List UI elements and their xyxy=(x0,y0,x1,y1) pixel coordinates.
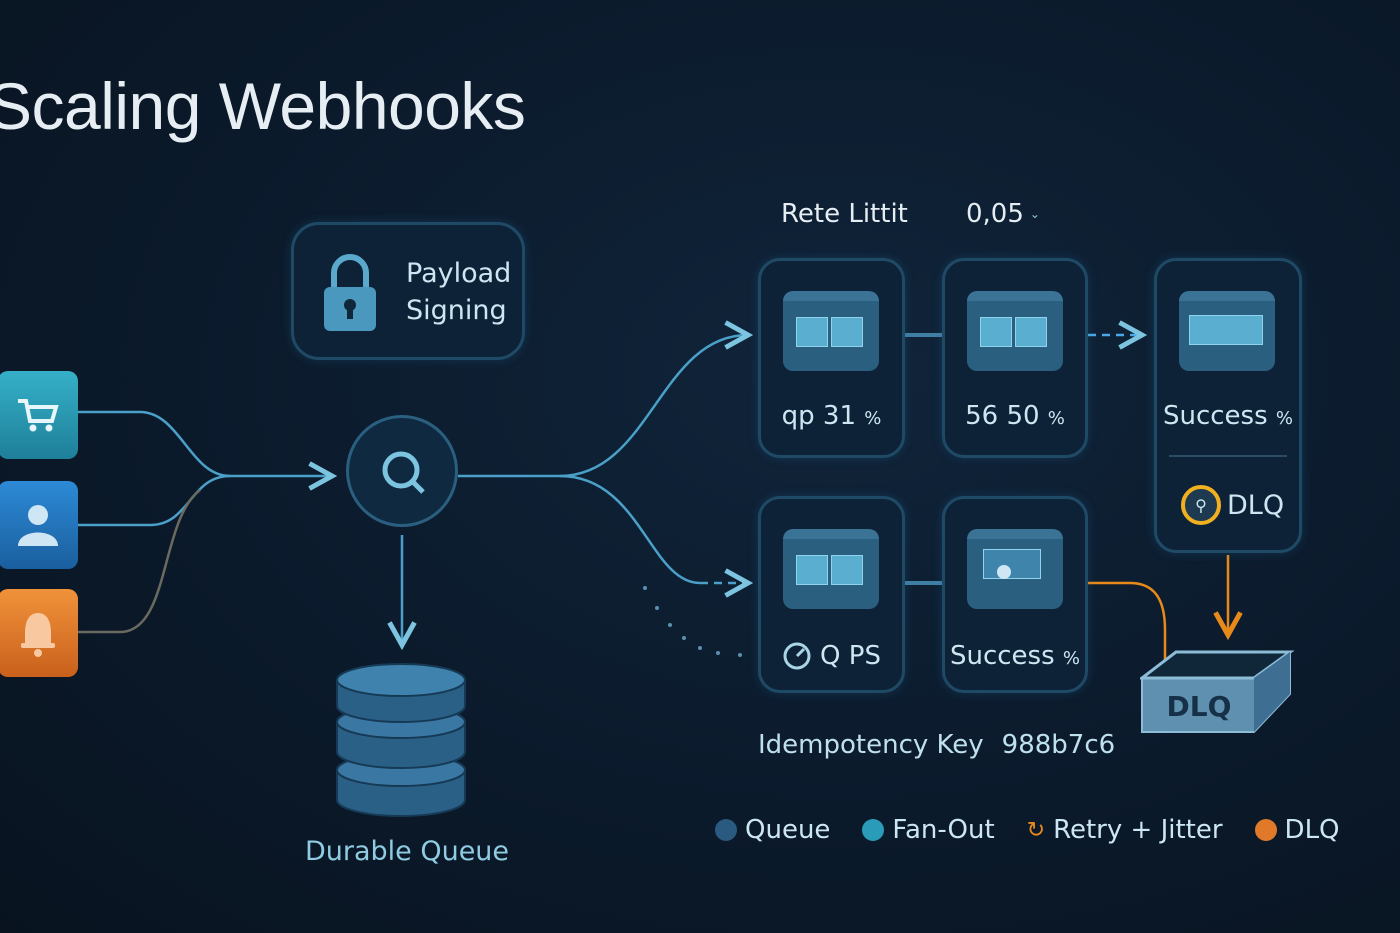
queue-node[interactable] xyxy=(346,415,458,527)
line-bell xyxy=(78,489,201,634)
line-cart xyxy=(78,410,332,476)
legend-queue: Queue xyxy=(715,815,830,845)
card3-label: Success xyxy=(1162,401,1268,431)
dlq-pin-icon: ⚲ xyxy=(1181,485,1221,525)
legend-dlq: DLQ xyxy=(1254,815,1340,845)
legend-label: DLQ xyxy=(1284,815,1340,845)
card3-unit: % xyxy=(1275,408,1294,429)
line-user xyxy=(78,474,231,527)
card5-label: Success xyxy=(949,641,1055,671)
payload-signing-card: Payload Signing xyxy=(291,222,525,360)
source-user xyxy=(0,481,78,569)
gauge-icon xyxy=(783,642,811,670)
divider xyxy=(1169,455,1287,457)
qps-label: Q PS xyxy=(820,641,881,671)
line-dlq-retry xyxy=(1088,581,1167,660)
queue-dot-icon xyxy=(715,819,737,841)
legend-retry: ↻ Retry + Jitter xyxy=(1027,815,1223,845)
retry-icon: ↻ xyxy=(1026,817,1046,843)
page-title: Scaling Webhooks xyxy=(0,69,526,143)
legend: Queue Fan-Out ↻ Retry + Jitter DLQ xyxy=(715,815,1340,845)
retry-dots xyxy=(643,586,742,657)
chevron-down-icon: ⌄ xyxy=(1029,207,1040,221)
lock-icon xyxy=(324,254,376,331)
source-bell xyxy=(0,589,78,677)
idempotency-key: Idempotency Key 988b7c6 xyxy=(758,730,1115,760)
card3-dlq-label: DLQ xyxy=(1227,489,1285,521)
card1-unit: % xyxy=(864,408,882,429)
legend-label: Queue xyxy=(745,815,831,845)
legend-label: Retry + Jitter xyxy=(1053,815,1223,845)
fanout-dot-icon xyxy=(862,819,885,841)
rate-limit-label: Rete Littit xyxy=(781,199,908,229)
legend-label: Fan-Out xyxy=(892,815,995,845)
toggle-panel-icon xyxy=(967,529,1063,609)
legend-fanout: Fan-Out xyxy=(862,815,995,845)
card1-value: 31 xyxy=(822,401,856,431)
bell-icon xyxy=(21,613,55,657)
card1-prefix: qp xyxy=(781,401,815,431)
source-cart xyxy=(0,371,78,459)
card2-value: 50 xyxy=(1006,401,1040,431)
durable-queue-label: Durable Queue xyxy=(304,836,510,867)
window-icon xyxy=(783,529,879,609)
worker-card-1: qp 31 % xyxy=(758,258,905,458)
card2-unit: % xyxy=(1047,408,1065,429)
cart-icon xyxy=(18,399,59,432)
window-icon xyxy=(783,291,879,371)
panel-icon xyxy=(1179,291,1275,371)
success-card: Success % ⚲ DLQ xyxy=(1154,258,1302,553)
rate-limit-value: 0,05 xyxy=(966,199,1024,229)
card5-unit: % xyxy=(1062,648,1081,669)
idempotency-label: Idempotency Key xyxy=(758,730,984,760)
rate-limit-select[interactable]: 0,05 ⌄ xyxy=(966,199,1040,229)
dlq-box-label: DLQ xyxy=(1166,690,1232,723)
worker-card-qps: Q PS xyxy=(758,496,905,693)
database-icon xyxy=(336,663,466,817)
dlq-box-icon xyxy=(1140,650,1295,733)
idempotency-value: 988b7c6 xyxy=(1001,730,1116,760)
worker-card-success: Success % xyxy=(942,496,1088,693)
line-fanout-bot xyxy=(559,474,701,585)
window-icon xyxy=(967,291,1063,371)
payload-label-2: Signing xyxy=(406,295,507,326)
line-fanout-top xyxy=(458,335,748,478)
worker-card-2: 56 50 % xyxy=(942,258,1088,458)
card2-prefix: 56 xyxy=(965,401,999,431)
dlq-dot-icon xyxy=(1254,819,1277,841)
user-icon xyxy=(18,505,58,546)
search-icon xyxy=(382,451,425,494)
payload-label-1: Payload xyxy=(406,258,512,289)
